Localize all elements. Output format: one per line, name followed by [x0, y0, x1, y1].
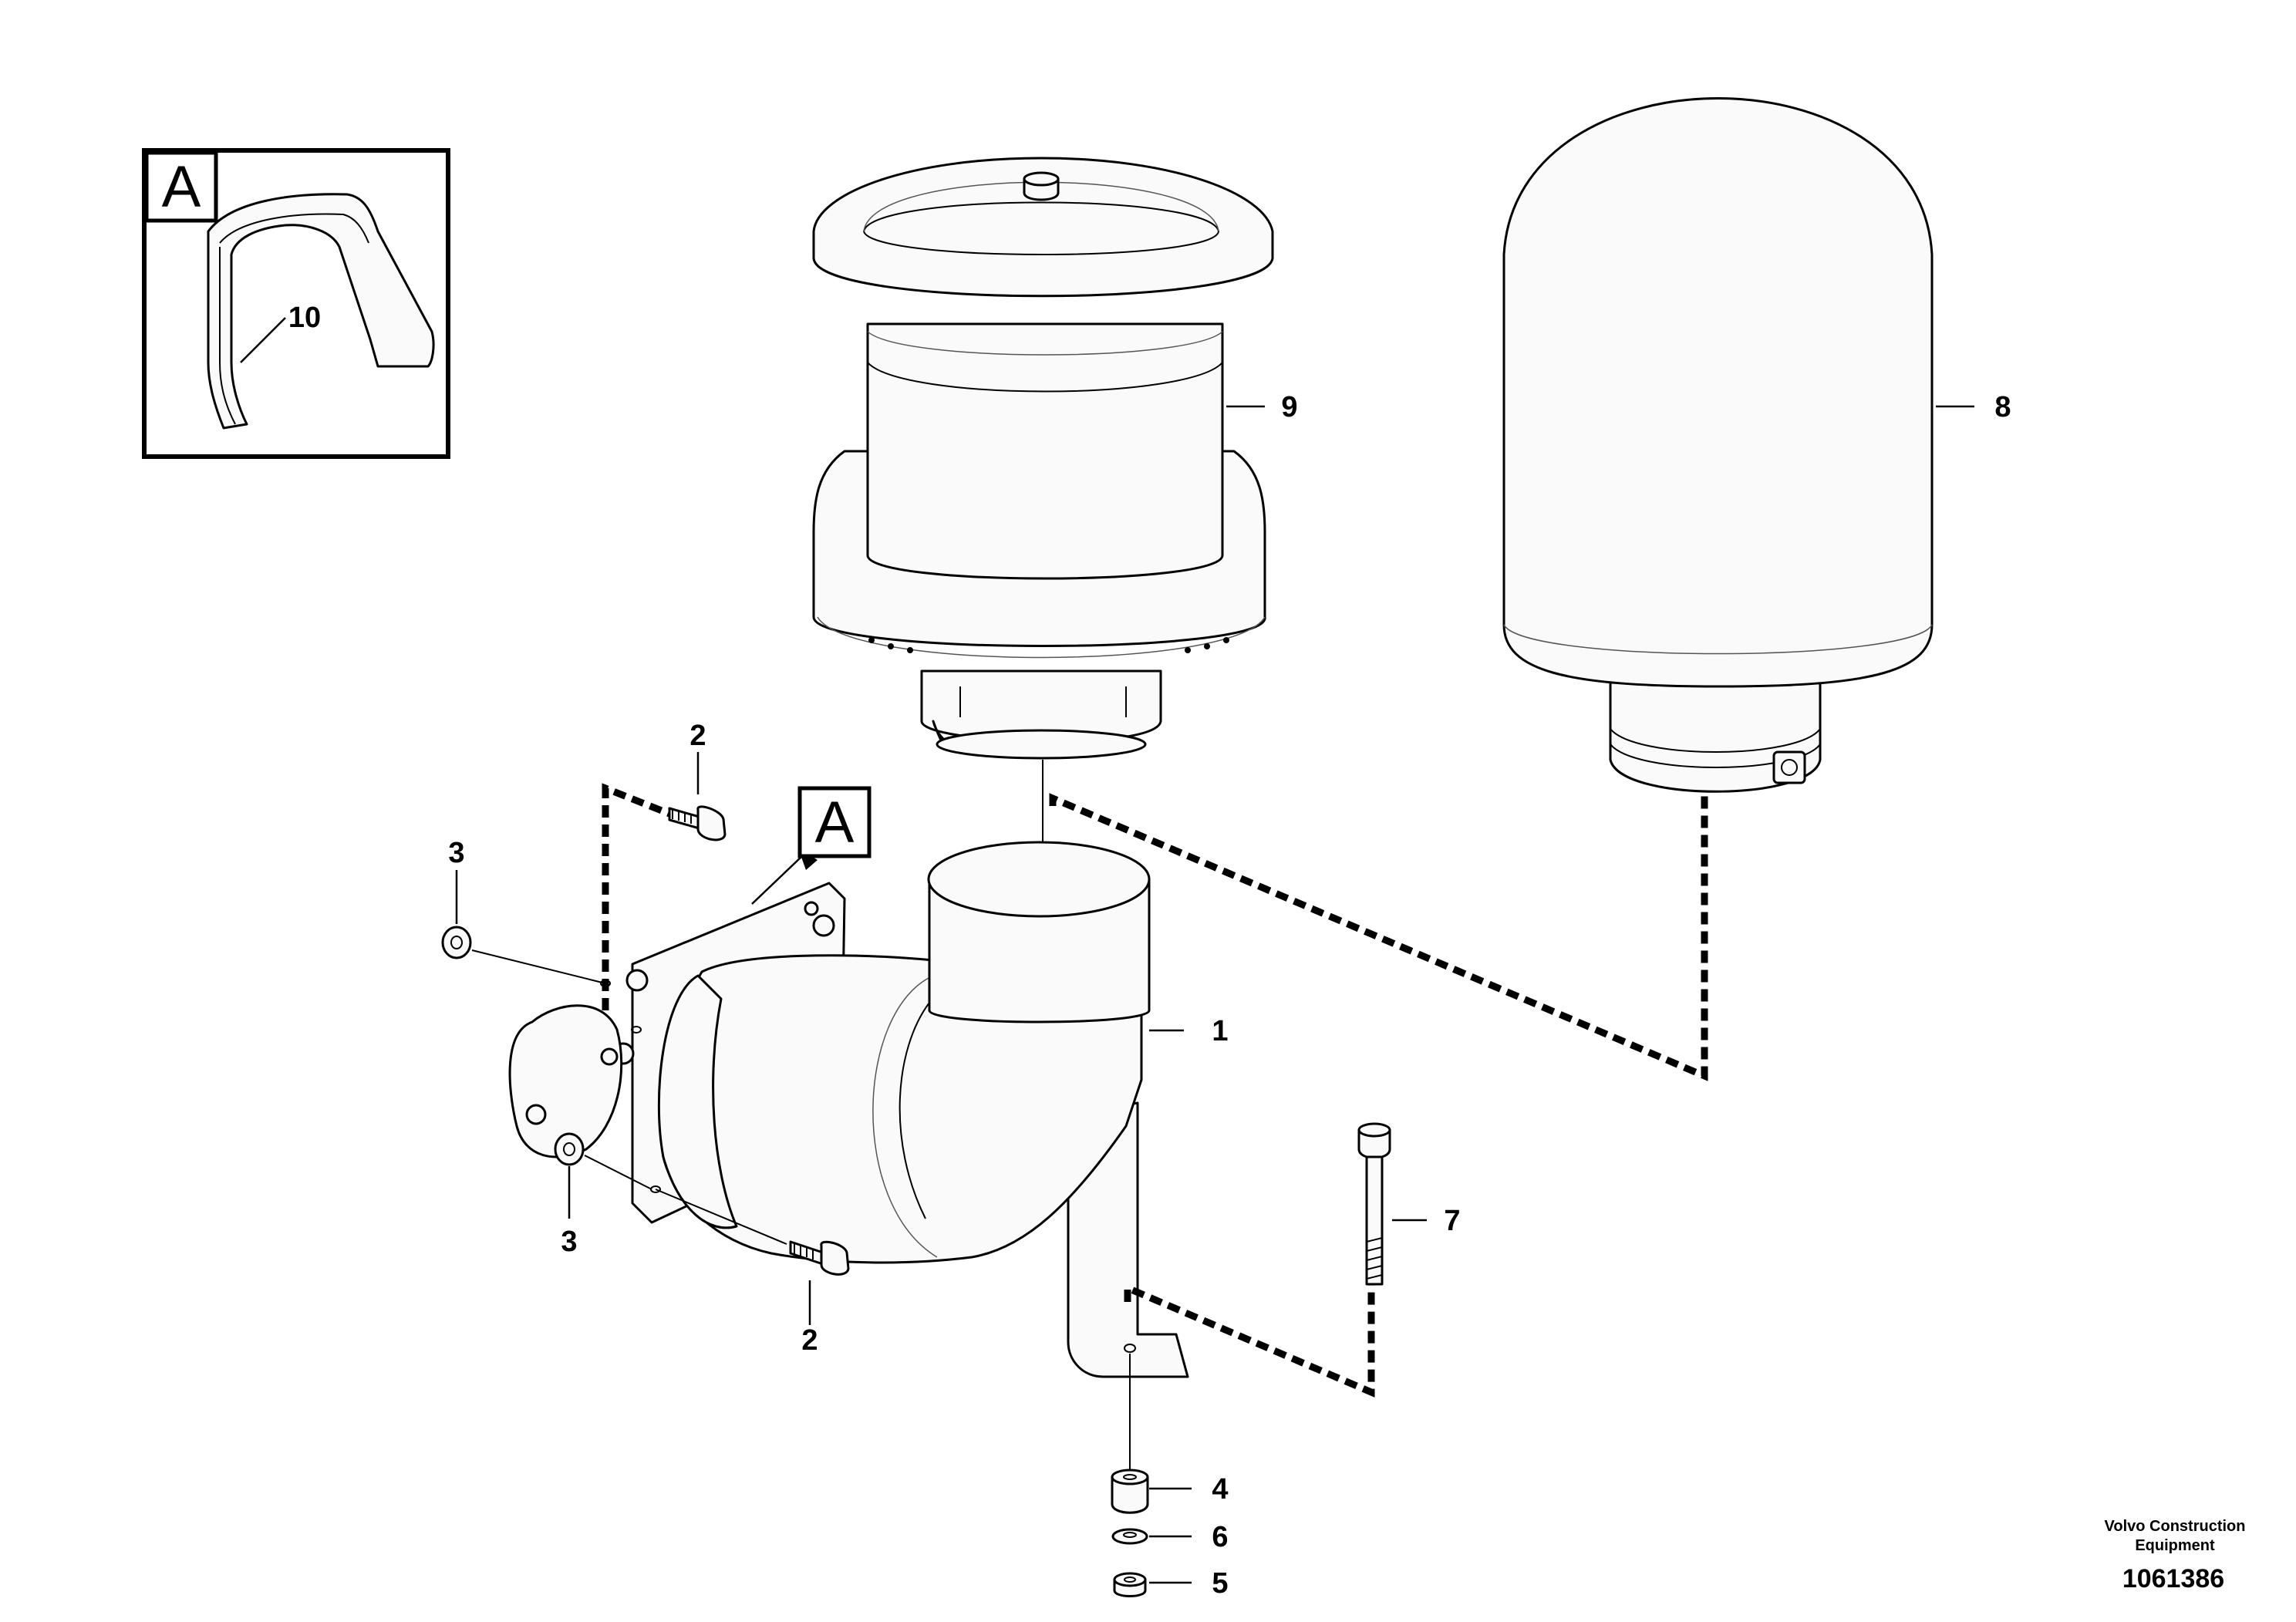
intake-elbow-part-1 [508, 841, 1189, 1378]
label-part-3-bottom: 3 [561, 1226, 577, 1258]
inset-marker-label: A [162, 154, 201, 220]
label-part-3-top: 3 [448, 837, 464, 869]
washer-part-3-top [441, 926, 472, 959]
label-part-9: 9 [1281, 391, 1297, 423]
credit-line-2: Equipment [2135, 1537, 2215, 1554]
seal-strip-part-10 [207, 193, 435, 430]
washer-part-3-bottom [554, 1132, 585, 1166]
dashed-assembly-line-pre-filter [1049, 793, 1708, 1081]
label-part-8: 8 [1994, 391, 2011, 423]
dashed-assembly-line-bolt [602, 783, 671, 1010]
label-part-10: 10 [288, 302, 321, 334]
detail-a-callout: A [751, 786, 872, 905]
nut-part-5 [1113, 1572, 1147, 1597]
detail-a-inset: A 10 [142, 148, 450, 459]
air-cleaner-part-9 [812, 157, 1274, 760]
credit-line-1: Volvo Construction [2105, 1518, 2246, 1535]
spacer-part-4 [1111, 1469, 1149, 1514]
label-part-2-bottom: 2 [801, 1324, 818, 1357]
label-part-7: 7 [1444, 1205, 1460, 1237]
label-part-1: 1 [1212, 1015, 1228, 1047]
bolt-part-7 [1357, 1122, 1391, 1286]
bolt-part-2-top [668, 805, 727, 841]
washer-part-6 [1111, 1528, 1148, 1545]
bolt-part-2-bottom [789, 1240, 850, 1276]
label-part-2-top: 2 [689, 720, 706, 752]
label-part-4: 4 [1212, 1473, 1228, 1506]
dashed-assembly-line-bracket-bolt [1124, 1273, 1375, 1398]
housing-vent-holes [868, 637, 1229, 653]
flange-nuts [612, 901, 835, 1065]
callout-marker-label: A [815, 790, 855, 855]
pre-filter-cover-part-8 [1502, 97, 1934, 793]
label-part-5: 5 [1212, 1567, 1228, 1600]
label-part-6: 6 [1212, 1521, 1228, 1553]
document-number: 1061386 [2122, 1564, 2224, 1593]
